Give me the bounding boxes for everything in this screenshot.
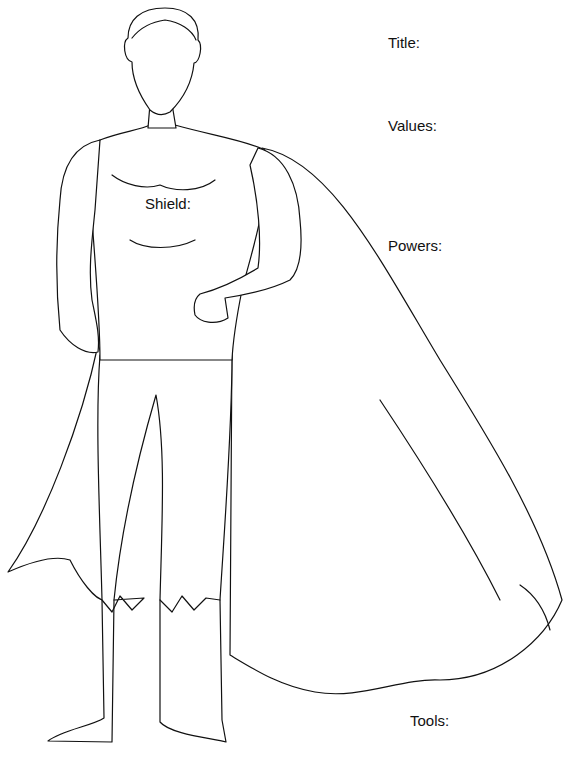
field-label: Title: [388, 34, 420, 51]
torso [90, 125, 266, 360]
boot-tops [102, 596, 220, 612]
cape-fold [380, 400, 550, 630]
field-label: Values: [388, 117, 437, 134]
head [125, 8, 201, 114]
field-label: Shield: [145, 195, 191, 212]
left-arm [57, 140, 100, 353]
hair-line [132, 20, 196, 40]
legs [48, 355, 232, 742]
chest-lines [112, 175, 215, 248]
field-label: Tools: [410, 712, 449, 729]
right-arm [194, 148, 301, 322]
cape-left [8, 345, 104, 600]
field-label: Powers: [388, 237, 442, 254]
